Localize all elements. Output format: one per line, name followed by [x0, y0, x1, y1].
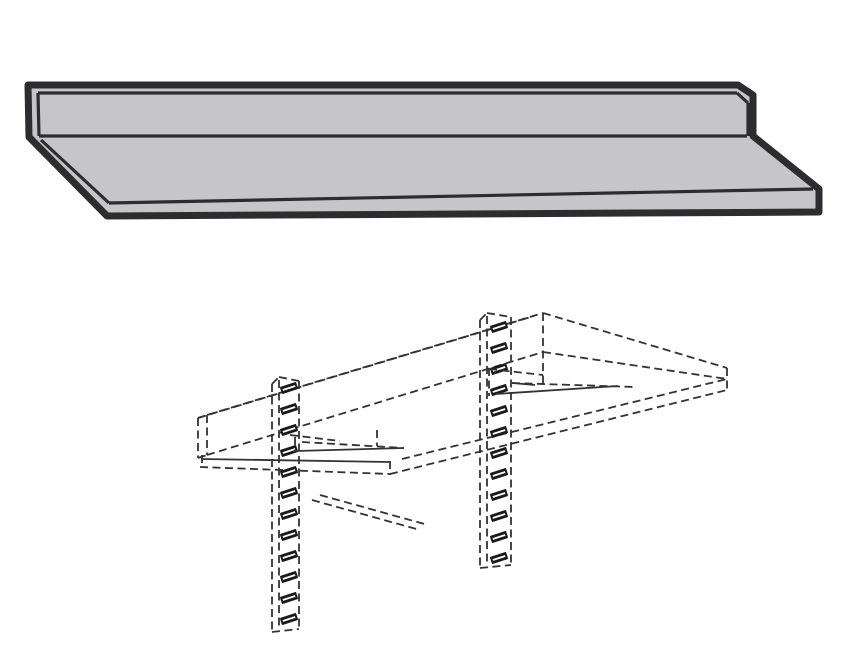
bracket-hidden-edge [488, 368, 544, 376]
rail-slot-highlight [492, 387, 506, 393]
bracket-hidden-edge [289, 434, 341, 442]
rail-slot [280, 571, 298, 583]
rail-slot-highlight [492, 471, 506, 477]
rail-slot-highlight [282, 595, 296, 601]
rail-slot [490, 510, 508, 522]
rail-slot-highlight [282, 616, 296, 622]
shelf-body-outline [24, 81, 823, 220]
shelf-brackets [201, 368, 636, 463]
rail-edge [486, 312, 512, 318]
rail-slot [490, 468, 508, 480]
rail-slot [280, 592, 298, 604]
shelf-hidden-edge [542, 312, 728, 369]
rail-slot-highlight [282, 469, 296, 475]
rail-slot-highlight [492, 429, 506, 435]
shelf-edge-line [39, 138, 111, 205]
rail-slot-highlight [492, 513, 506, 519]
rail-slot [490, 552, 508, 564]
rail-slot [280, 445, 298, 457]
shelf-ghost-outline [197, 312, 728, 531]
rail-slot [490, 426, 508, 438]
wall-rails [271, 312, 512, 633]
rail-slot-highlight [492, 555, 506, 561]
shelf-hidden-edge [319, 494, 429, 526]
bracket-visible-edge [295, 447, 405, 452]
rail-slot-highlight [492, 492, 506, 498]
rail-slot-highlight [492, 345, 506, 351]
rail-edge [271, 376, 280, 385]
rail-slot-highlight [282, 406, 296, 412]
rail-slot-highlight [282, 490, 296, 496]
rail-slot [280, 466, 298, 478]
rail-slot [280, 424, 298, 436]
rail-edge [271, 628, 300, 633]
rail-slot [280, 613, 298, 625]
rail-edge [479, 564, 512, 569]
rail-slot-highlight [492, 408, 506, 414]
shelf-hidden-edge [542, 351, 728, 380]
rail-slot-highlight [282, 553, 296, 559]
rail-edge [278, 376, 300, 382]
rail-slot [490, 342, 508, 354]
rail-slot-highlight [492, 450, 506, 456]
shelf-hidden-edge [401, 378, 728, 460]
rail-slot-highlight [282, 532, 296, 538]
shelf-hidden-edge [311, 499, 421, 531]
rail-slot [280, 529, 298, 541]
bracket-visible-edge [495, 385, 619, 395]
rail-slot [280, 382, 298, 394]
left-rail [271, 376, 300, 633]
rail-slot [490, 447, 508, 459]
rail-slot-highlight [282, 385, 296, 391]
rail-slot [280, 550, 298, 562]
shelf-solid-view [24, 81, 823, 220]
rail-slot-highlight [282, 574, 296, 580]
right-rail [479, 312, 512, 569]
rail-slot [280, 487, 298, 499]
rail-slot [490, 531, 508, 543]
rail-slot [490, 489, 508, 501]
rail-slot-highlight [492, 324, 506, 330]
bracket-visible-edge [511, 382, 536, 386]
bracket-visible-edge [201, 458, 391, 463]
rail-slot [490, 321, 508, 333]
rail-slot-highlight [282, 427, 296, 433]
rail-slot [280, 508, 298, 520]
shelf-edge-line [36, 92, 41, 137]
rail-slot [490, 405, 508, 417]
rail-slot [280, 403, 298, 415]
shelf-ghost-view [197, 312, 728, 633]
bracket-hidden-edge [301, 441, 405, 449]
rail-slot-highlight [492, 534, 506, 540]
rail-slot [490, 384, 508, 396]
rail-slot-highlight [282, 448, 296, 454]
shelf-edge-line [108, 187, 814, 205]
shelf-hidden-edge [389, 389, 728, 475]
rail-edge [479, 312, 488, 321]
rail-slot-highlight [282, 511, 296, 517]
shelf-edge-line [735, 91, 750, 105]
